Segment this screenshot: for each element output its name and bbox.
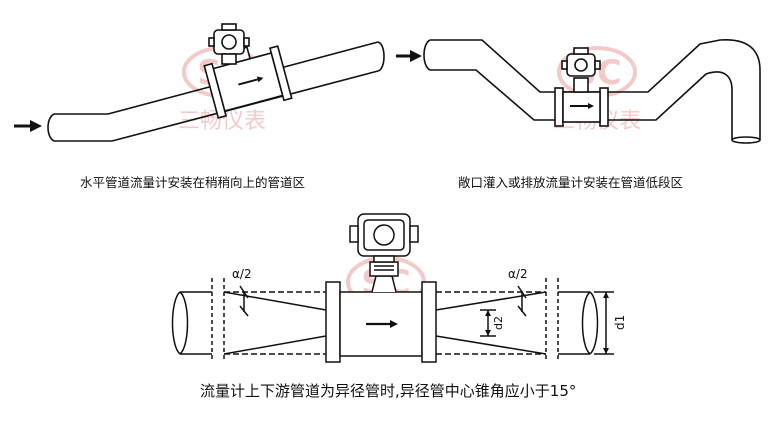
converter-head-bottom (349, 213, 419, 263)
pipe-downstream (545, 278, 599, 360)
pipe-upstream (171, 278, 225, 360)
label-angle-left: α/2 (232, 267, 252, 281)
caption-top-right: 敞口灌入或排放流量计安装在管道低段区 (458, 175, 684, 190)
reducer-cone-downstream (435, 291, 547, 311)
caption-bottom: 流量计上下游管道为异径管时,异径管中心锥角应小于15° (200, 382, 577, 400)
dimension-d2 (480, 309, 496, 337)
angle-marker-right (517, 285, 527, 317)
diagram-top-right (396, 39, 761, 144)
flow-arrow-right (396, 50, 422, 62)
reducer-cone-upstream (223, 291, 327, 311)
flowmeter-bottom (325, 261, 437, 363)
converter-head-top-right (561, 47, 601, 77)
dimension-d1 (594, 291, 614, 355)
converter-head-top-left (208, 23, 250, 65)
diagram-bottom (171, 213, 614, 363)
label-angle-right: α/2 (508, 267, 528, 281)
pipe-u-shape (430, 39, 761, 140)
label-d1: d1 (613, 315, 627, 330)
angle-marker-left (239, 285, 249, 317)
flowmeter-top-left (203, 45, 293, 119)
label-d2: d2 (492, 316, 505, 330)
flowmeter-top-right (554, 77, 609, 127)
diagram-top-left (14, 23, 385, 142)
flow-arrow-left (14, 120, 42, 132)
caption-top-left: 水平管道流量计安装在稍稍向上的管道区 (80, 175, 306, 190)
pipe-inclined (54, 41, 379, 115)
